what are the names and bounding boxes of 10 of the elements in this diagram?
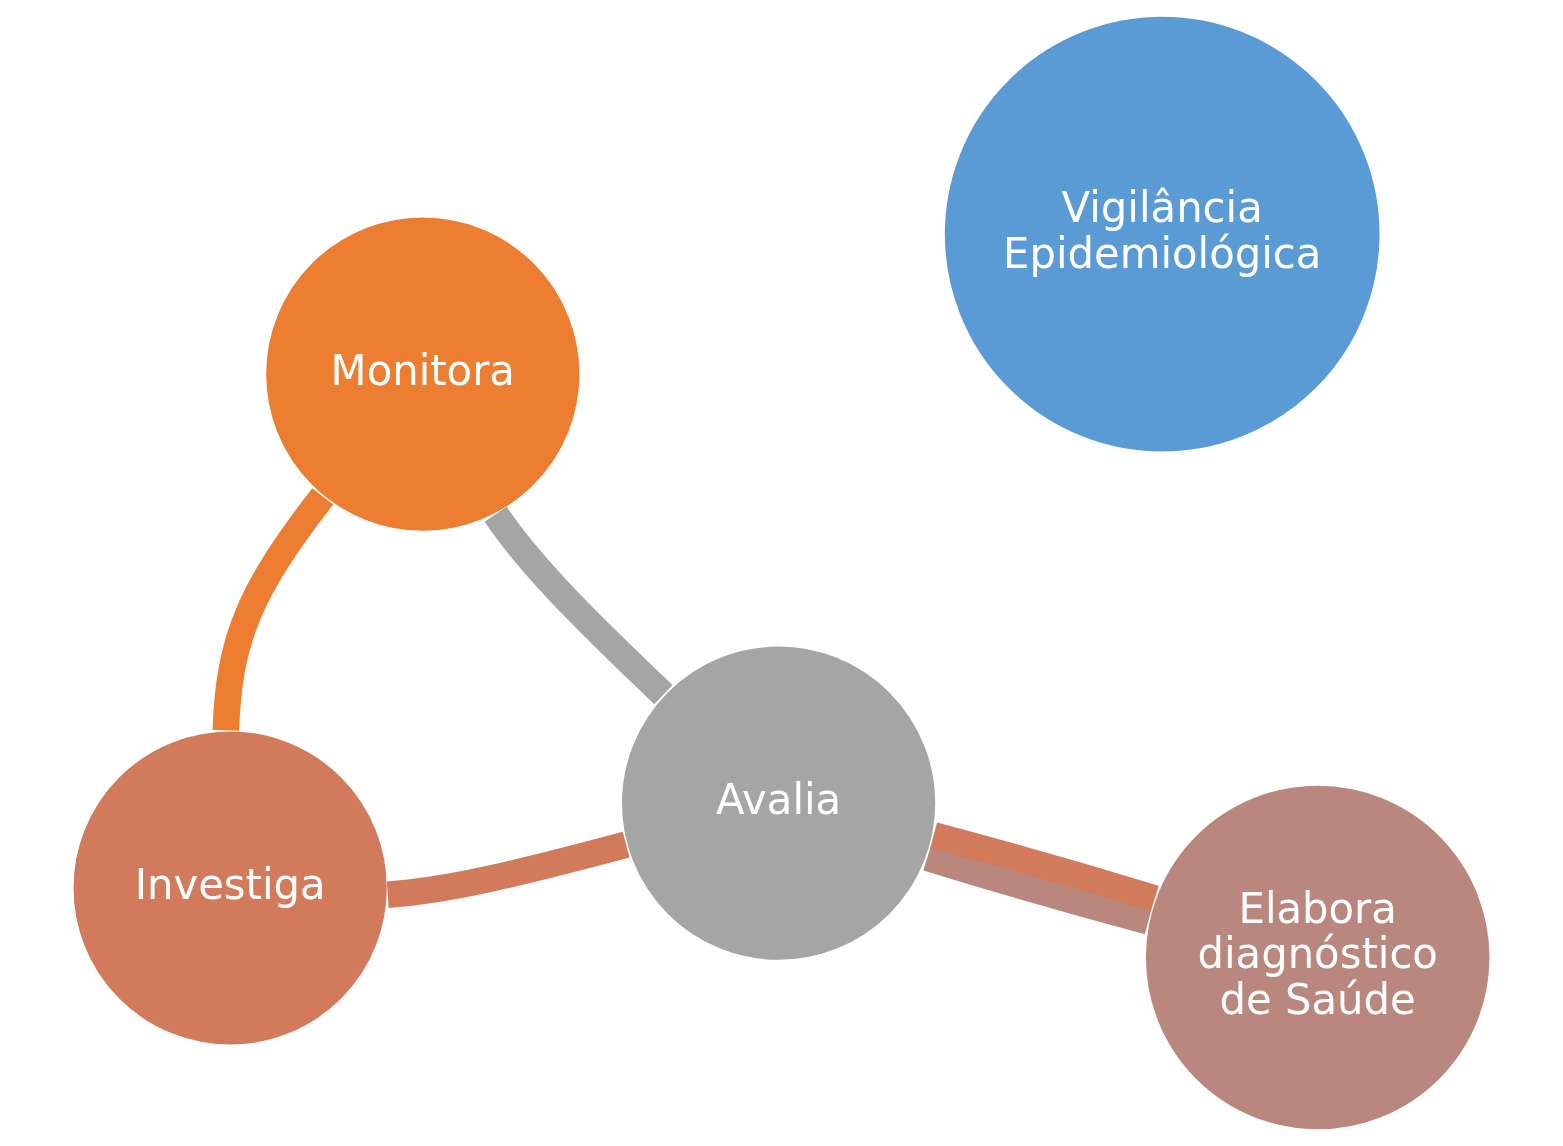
connector xyxy=(930,822,1159,912)
connector xyxy=(484,506,673,705)
connector xyxy=(212,488,334,731)
connector xyxy=(386,831,630,908)
node-circle: Investiga xyxy=(71,729,389,1047)
node-circle: Vigilância Epidemiológica xyxy=(942,14,1382,454)
connector xyxy=(923,845,1152,935)
node-circle: Monitora xyxy=(264,215,582,533)
node-circle: Elabora diagnóstico de Saúde xyxy=(1144,783,1492,1132)
node-circle: Avalia xyxy=(620,644,938,962)
